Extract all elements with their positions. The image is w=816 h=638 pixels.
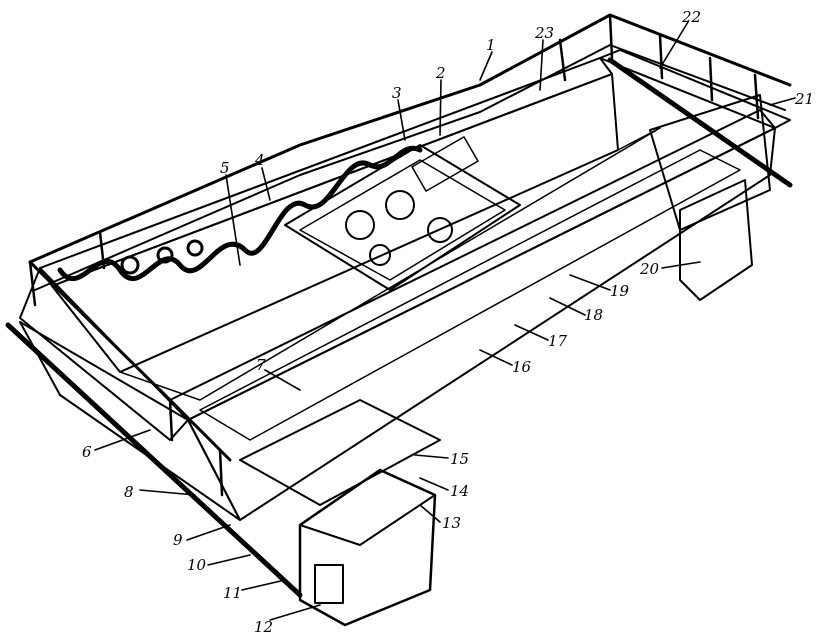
callout-15: 15 bbox=[450, 450, 469, 468]
callout-14: 14 bbox=[450, 482, 469, 500]
callout-16: 16 bbox=[512, 358, 532, 376]
callout-8: 8 bbox=[124, 483, 134, 501]
callout-20: 20 bbox=[639, 260, 660, 278]
railing-front bbox=[28, 260, 232, 497]
trolley bbox=[284, 136, 521, 291]
ladder-rungs bbox=[429, 279, 591, 356]
callout-labels: 1 2 3 4 5 6 7 8 9 10 11 12 13 14 15 16 1… bbox=[82, 8, 814, 636]
callout-18: 18 bbox=[584, 306, 603, 324]
callout-1: 1 bbox=[486, 36, 496, 54]
far-girder bbox=[39, 57, 619, 373]
callout-3: 3 bbox=[392, 84, 402, 102]
callout-17: 17 bbox=[548, 332, 568, 350]
callout-19: 19 bbox=[610, 282, 630, 300]
callout-11: 11 bbox=[223, 584, 242, 602]
landing-platform bbox=[239, 399, 441, 506]
end-beam-right bbox=[599, 49, 793, 188]
span-opening bbox=[119, 127, 661, 401]
gallery-platform bbox=[649, 94, 771, 301]
callout-21: 21 bbox=[794, 90, 814, 108]
callout-13: 13 bbox=[442, 514, 461, 532]
callout-5: 5 bbox=[220, 159, 230, 177]
callout-10: 10 bbox=[187, 556, 207, 574]
walkway-deck bbox=[199, 149, 741, 441]
callout-6: 6 bbox=[82, 443, 92, 461]
callout-9: 9 bbox=[173, 531, 183, 549]
operator-cabin bbox=[298, 468, 437, 627]
leader-lines bbox=[94, 21, 796, 621]
cable-garland bbox=[57, 145, 423, 281]
railing-back bbox=[28, 13, 792, 307]
callout-12: 12 bbox=[254, 618, 273, 636]
callout-4: 4 bbox=[254, 151, 265, 169]
callout-23: 23 bbox=[534, 24, 554, 42]
callout-7: 7 bbox=[256, 356, 266, 374]
callout-2: 2 bbox=[435, 64, 446, 82]
callout-22: 22 bbox=[681, 8, 701, 26]
end-beam-left bbox=[5, 267, 303, 598]
